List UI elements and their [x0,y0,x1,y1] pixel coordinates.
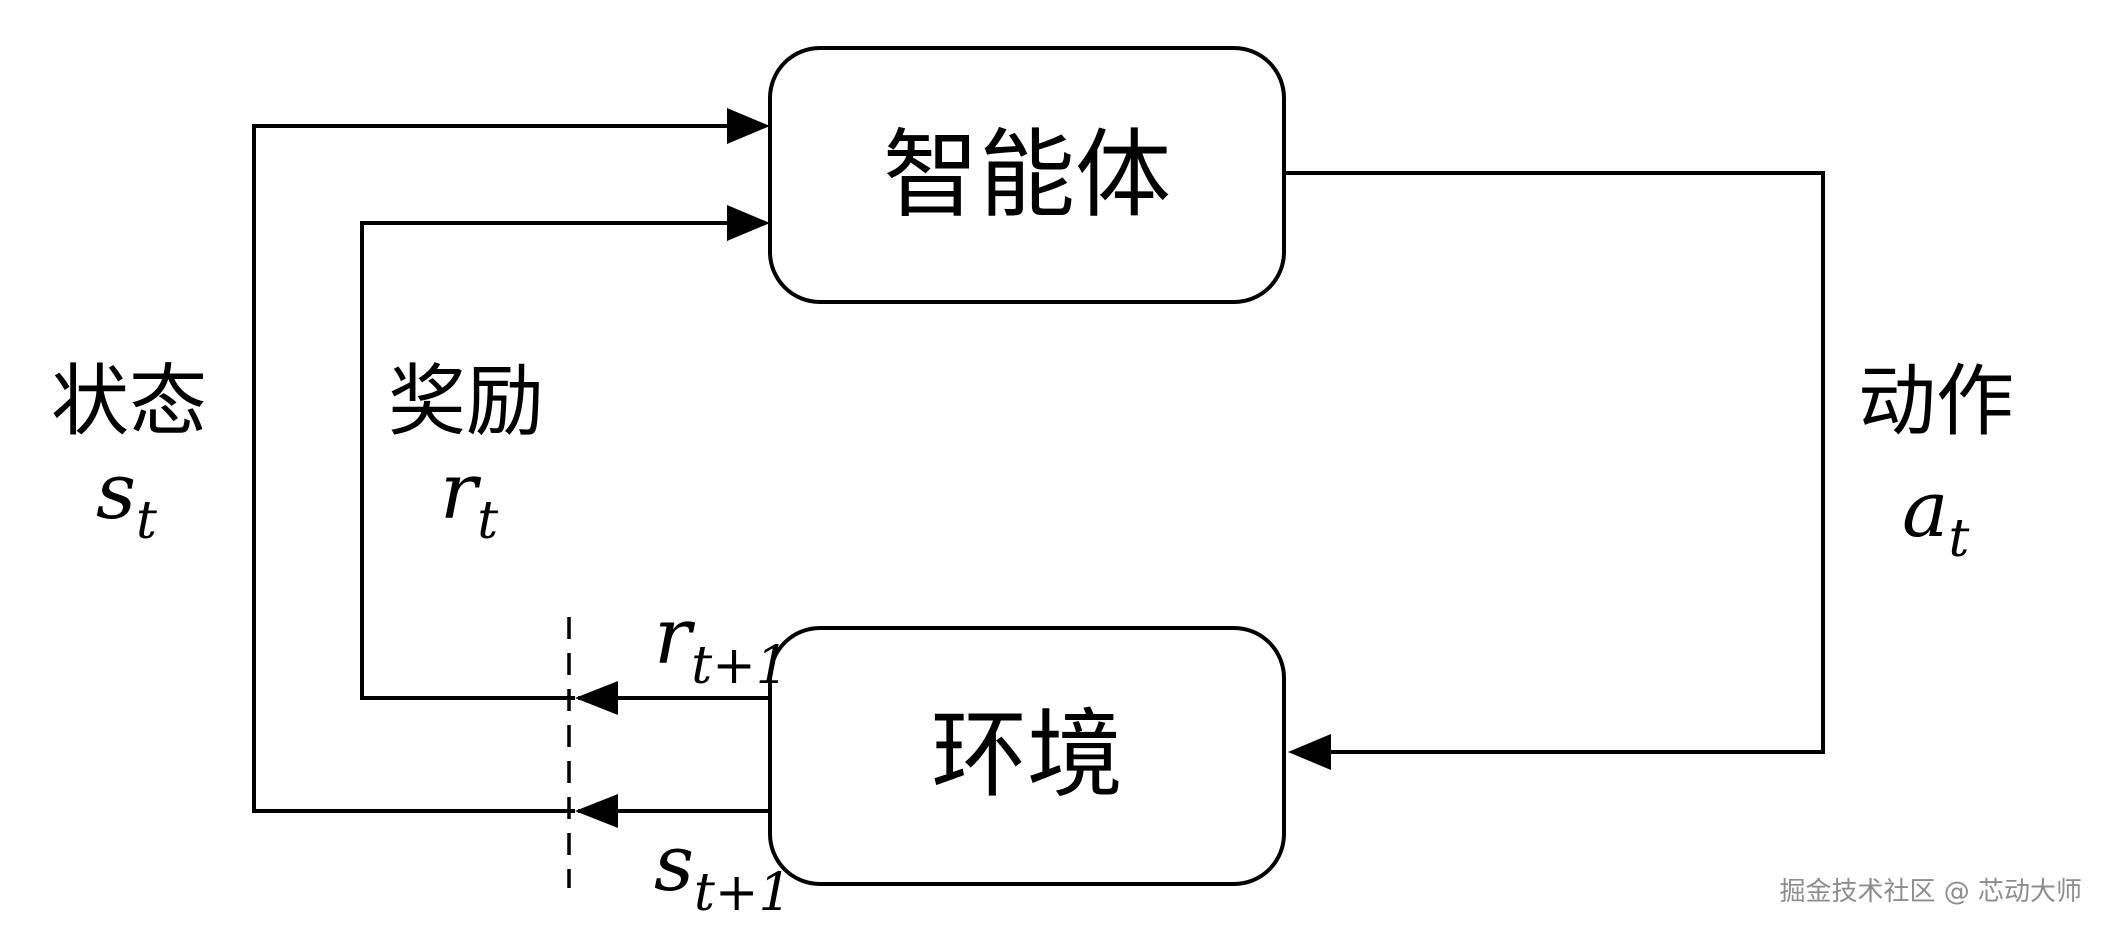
environment-label: 环境 [931,699,1123,811]
next-state-label-group: st+1 [654,819,792,923]
action-label-group: 动作 at [1858,357,2014,569]
state-input-arrowhead [727,108,770,144]
state-connector [252,108,770,828]
action-connector [1284,171,1825,770]
action-arrowhead [1288,734,1331,770]
action-symbol-base: a [1902,465,1949,555]
state-return-arrowhead [575,794,618,828]
environment-box [768,626,1286,886]
reward-feedback-line [360,221,730,700]
state-feedback-line [252,124,730,813]
action-line [1284,171,1825,754]
action-label: 动作 [1858,357,2014,447]
watermark-text: 掘金技术社区 @ 芯动大师 [1779,877,2082,907]
next-reward-symbol: rt+1 [654,592,789,696]
reward-connector [360,205,770,715]
next-reward-label-group: rt+1 [654,592,789,696]
next-state-symbol: st+1 [654,819,792,923]
reward-symbol: rt [440,447,498,551]
reward-label-group: 奖励 rt [388,357,544,551]
reward-input-arrowhead [727,205,770,241]
next-reward-symbol-base: r [654,592,696,682]
reward-return-arrowhead [575,681,618,715]
reward-symbol-base: r [440,447,482,537]
state-symbol-subscript: t [136,491,157,551]
state-symbol-base: s [96,447,136,537]
action-symbol: at [1902,465,1970,569]
next-state-symbol-subscript: t+1 [694,863,792,923]
environment-node: 环境 [768,626,1286,886]
next-state-symbol-base: s [654,819,694,909]
state-symbol: st [96,447,157,551]
state-label-group: 状态 st [51,357,207,551]
agent-label: 智能体 [883,119,1171,231]
agent-node: 智能体 [768,46,1286,304]
reward-label: 奖励 [388,357,544,447]
state-label: 状态 [51,357,207,447]
action-symbol-subscript: t [1949,509,1970,569]
reward-symbol-subscript: t [477,491,498,551]
next-reward-symbol-subscript: t+1 [691,636,789,696]
